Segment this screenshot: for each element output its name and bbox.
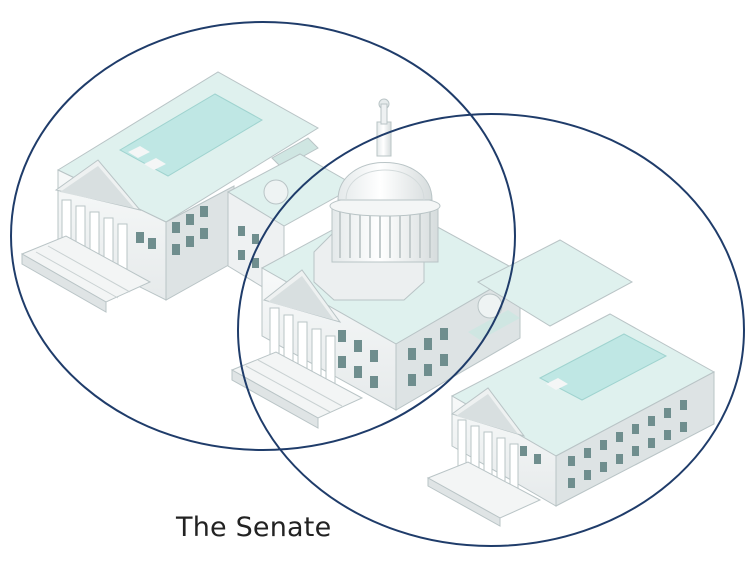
senate-circle: [10, 21, 516, 451]
house-circle: [237, 113, 745, 547]
senate-caption: The Senate: [176, 512, 332, 543]
right-wing: [426, 313, 716, 527]
connector-right: [476, 239, 634, 327]
left-wing: [20, 71, 319, 313]
dome: [313, 98, 441, 301]
